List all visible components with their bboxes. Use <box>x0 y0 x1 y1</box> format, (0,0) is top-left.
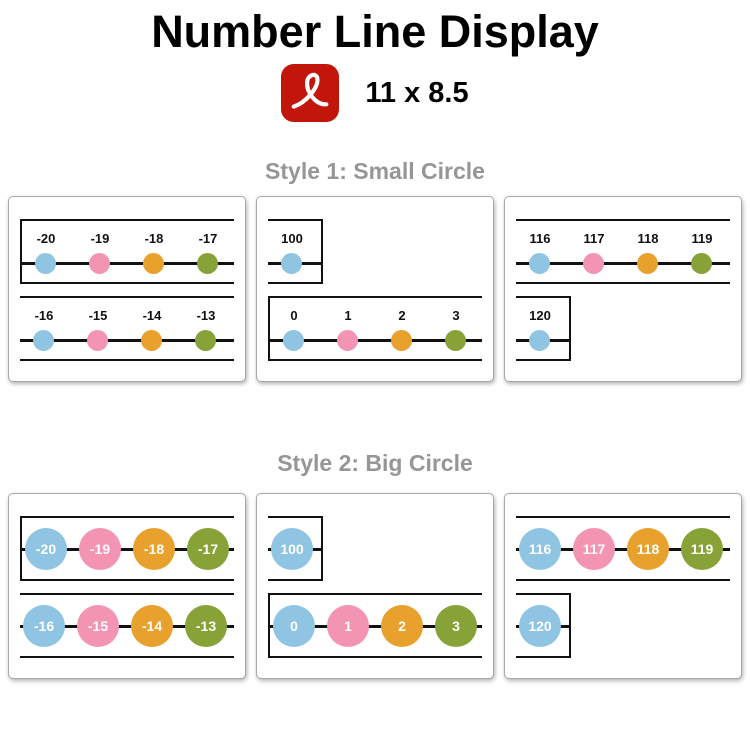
number-circle: -16 <box>23 605 65 647</box>
preview-panel-s1-negatives: -20 -19 -18 -17 -16 -15 -14 -13 <box>8 196 246 382</box>
number-dot <box>281 253 302 274</box>
number-dot <box>195 330 216 351</box>
preview-panel-s1-zero: 100 0 1 2 3 <box>256 196 494 382</box>
pdf-size-label: 11 x 8.5 <box>365 76 469 109</box>
number-label: -20 <box>36 231 56 246</box>
number-line <box>22 548 234 551</box>
number-circle: 118 <box>627 528 669 570</box>
number-dot <box>143 253 164 274</box>
number-label: 3 <box>452 308 460 323</box>
number-dot <box>637 253 658 274</box>
number-dot <box>87 330 108 351</box>
number-line-strip: 116 117 118 119 <box>516 219 730 284</box>
number-dot <box>583 253 604 274</box>
number-label: -16 <box>34 308 54 323</box>
number-line-strip: -16 -15 -14 -13 <box>20 593 234 658</box>
number-dot <box>283 330 304 351</box>
number-label: 117 <box>583 231 605 246</box>
number-line-strip: 120 <box>516 296 571 361</box>
number-dot <box>529 253 550 274</box>
number-circle: -13 <box>185 605 227 647</box>
number-circle: 2 <box>381 605 423 647</box>
number-label: 2 <box>398 308 406 323</box>
number-circle: 119 <box>681 528 723 570</box>
preview-panel-s2-negatives: -20 -19 -18 -17 -16 -15 -14 -13 <box>8 493 246 679</box>
number-dot <box>197 253 218 274</box>
number-dot <box>691 253 712 274</box>
number-circle: -15 <box>77 605 119 647</box>
number-dot <box>391 330 412 351</box>
number-label: -13 <box>196 308 216 323</box>
pdf-info-row: 11 x 8.5 <box>0 62 750 124</box>
number-label: 116 <box>529 231 551 246</box>
preview-panel-s1-hundreds: 116 117 118 119 120 <box>504 196 742 382</box>
number-circle: 0 <box>273 605 315 647</box>
number-label: -14 <box>142 308 162 323</box>
number-line-strip: -20 -19 -18 -17 <box>20 516 234 581</box>
number-circle: 120 <box>519 605 561 647</box>
number-label: -18 <box>144 231 164 246</box>
number-line <box>270 339 482 342</box>
number-line-strip: 0 1 2 3 <box>268 593 482 658</box>
number-circle: 117 <box>573 528 615 570</box>
number-label: -15 <box>88 308 108 323</box>
number-line <box>22 262 234 265</box>
number-dot <box>445 330 466 351</box>
number-dot <box>35 253 56 274</box>
number-line-strip: 100 <box>268 219 323 284</box>
preview-panel-s2-zero: 100 0 1 2 3 <box>256 493 494 679</box>
number-line-strip: -16 -15 -14 -13 <box>20 296 234 361</box>
page-title: Number Line Display <box>151 6 599 57</box>
number-dot <box>529 330 550 351</box>
number-dot <box>89 253 110 274</box>
number-circle: -17 <box>187 528 229 570</box>
number-line <box>270 625 482 628</box>
pdf-icon <box>281 64 340 122</box>
number-label: 100 <box>281 231 303 246</box>
number-line <box>516 548 730 551</box>
number-label: -19 <box>90 231 110 246</box>
number-label: 120 <box>529 308 551 323</box>
number-line-strip: -20 -19 -18 -17 <box>20 219 234 284</box>
number-dot <box>33 330 54 351</box>
section-heading-style-2: Style 2: Big Circle <box>277 450 473 476</box>
number-line <box>20 339 234 342</box>
number-circle: -19 <box>79 528 121 570</box>
section-heading-style-1: Style 1: Small Circle <box>265 158 485 184</box>
number-line-strip: 116 117 118 119 <box>516 516 730 581</box>
style-1-panel-row: -20 -19 -18 -17 -16 -15 -14 -13 100 <box>0 196 750 382</box>
number-circle: -14 <box>131 605 173 647</box>
number-line-strip: 100 <box>268 516 323 581</box>
preview-panel-s2-hundreds: 116 117 118 119 120 <box>504 493 742 679</box>
style-2-panel-row: -20 -19 -18 -17 -16 -15 -14 -13 100 0 1 … <box>0 493 750 679</box>
number-circle: 3 <box>435 605 477 647</box>
number-circle: 100 <box>271 528 313 570</box>
number-label: 118 <box>637 231 659 246</box>
number-circle: 1 <box>327 605 369 647</box>
number-label: 119 <box>691 231 713 246</box>
number-line-strip: 0 1 2 3 <box>268 296 482 361</box>
number-line-strip: 120 <box>516 593 571 658</box>
number-label: -17 <box>198 231 218 246</box>
number-line <box>516 262 730 265</box>
number-label: 0 <box>290 308 298 323</box>
number-dot <box>337 330 358 351</box>
number-label: 1 <box>344 308 352 323</box>
number-circle: -18 <box>133 528 175 570</box>
number-circle: -20 <box>25 528 67 570</box>
number-line <box>20 625 234 628</box>
number-circle: 116 <box>519 528 561 570</box>
number-dot <box>141 330 162 351</box>
